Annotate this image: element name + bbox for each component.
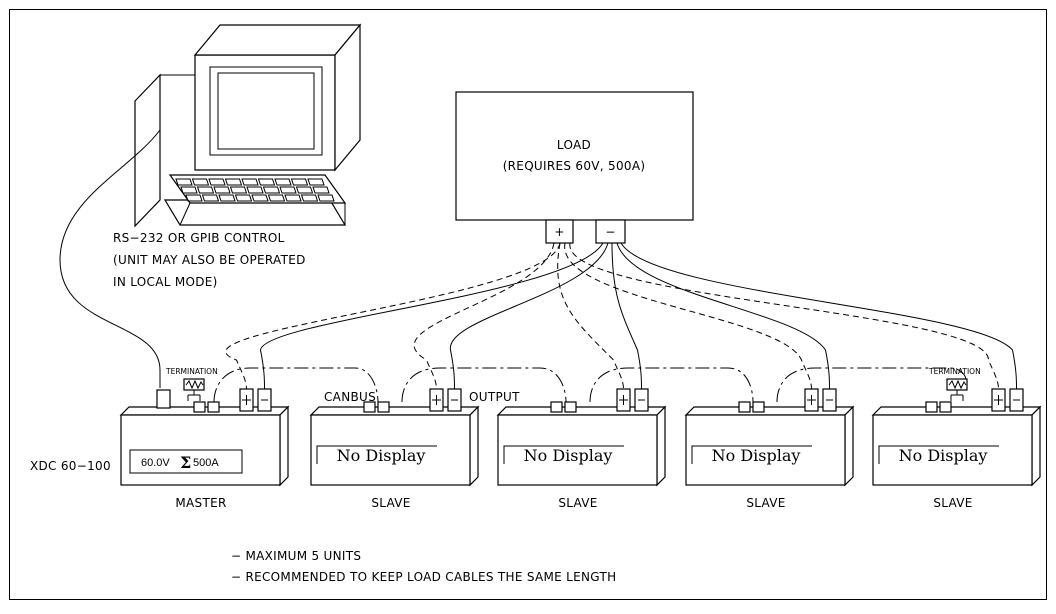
load-box	[455, 91, 694, 221]
display-text: No Display	[712, 446, 801, 465]
unit-connectors	[925, 388, 1024, 413]
load-cables	[225, 242, 1017, 390]
canbus-port	[939, 401, 952, 413]
load-requirement: (REQUIRES 60V, 500A)	[503, 159, 646, 173]
termination-label-master: TERMINATION	[165, 367, 218, 376]
unit-connectors	[363, 388, 462, 413]
canbus-chain	[213, 367, 967, 403]
canbus-port	[207, 401, 220, 413]
role-slave: SLAVE	[558, 496, 597, 510]
canbus-port	[752, 401, 765, 413]
load-title: LOAD	[557, 138, 591, 152]
role-slave: SLAVE	[746, 496, 785, 510]
canbus-port	[564, 401, 577, 413]
role-slave: SLAVE	[933, 496, 972, 510]
note-max-units: − MAXIMUM 5 UNITS	[231, 549, 361, 563]
role-slave: SLAVE	[371, 496, 410, 510]
unit-connectors	[738, 388, 837, 413]
master-display	[129, 449, 243, 474]
display-text: No Display	[337, 446, 426, 465]
control-line-1: RS−232 OR GPIB CONTROL	[113, 231, 285, 245]
display-text: No Display	[524, 446, 613, 465]
unit-body	[872, 414, 1033, 486]
display-bezel	[878, 445, 999, 464]
positive-load-cable	[225, 242, 561, 390]
termination-resistor-icon	[183, 378, 205, 401]
canbus-port	[925, 401, 938, 413]
termination-resistor-icon	[946, 378, 968, 401]
canbus-port	[550, 401, 563, 413]
canbus-port	[738, 401, 751, 413]
display-text: No Display	[899, 446, 988, 465]
display-bezel	[503, 445, 624, 464]
positive-load-cable	[557, 242, 624, 390]
positive-load-cable	[564, 242, 812, 390]
canbus-port	[193, 401, 206, 413]
canbus-link	[776, 367, 967, 403]
computer-icon	[134, 23, 362, 228]
display-bezel	[691, 445, 812, 464]
unit-body	[685, 414, 846, 486]
canbus-link	[401, 367, 567, 403]
role-master: MASTER	[175, 496, 226, 510]
unit-connectors	[550, 388, 649, 413]
control-line-3: IN LOCAL MODE)	[113, 275, 218, 289]
canbus-link	[213, 367, 379, 403]
master-current-readout: 500A	[193, 457, 219, 469]
canbus-link	[589, 367, 754, 403]
note-cable-length: − RECOMMENDED TO KEEP LOAD CABLES THE SA…	[231, 570, 616, 584]
negative-load-cable	[449, 242, 609, 390]
unit-connectors	[156, 388, 272, 413]
load-minus-label: −	[605, 225, 615, 239]
output-label: OUTPUT	[469, 390, 520, 404]
drawing-border	[9, 9, 1047, 600]
canbus-port	[363, 401, 376, 413]
canbus-label: CANBUS	[324, 390, 376, 404]
display-bezel	[316, 445, 437, 464]
unit-body	[310, 414, 471, 486]
termination-label-last: TERMINATION	[928, 367, 981, 376]
positive-load-cable	[413, 242, 555, 390]
unit-body	[497, 414, 658, 486]
control-line-2: (UNIT MAY ALSO BE OPERATED	[113, 253, 306, 267]
rs232-cable	[59, 129, 161, 388]
canbus-port	[377, 401, 390, 413]
negative-load-cable	[611, 242, 642, 390]
sigma-icon: Σ	[180, 453, 191, 472]
model-label: XDC 60−100	[30, 459, 111, 473]
negative-load-cable	[616, 242, 830, 390]
negative-load-cable	[259, 242, 604, 390]
load-plus-label: +	[554, 225, 564, 239]
load-minus-terminal	[595, 219, 626, 244]
master-voltage-readout: 60.0V	[141, 457, 170, 469]
negative-load-cable	[620, 242, 1017, 390]
rs232-port	[156, 389, 171, 409]
